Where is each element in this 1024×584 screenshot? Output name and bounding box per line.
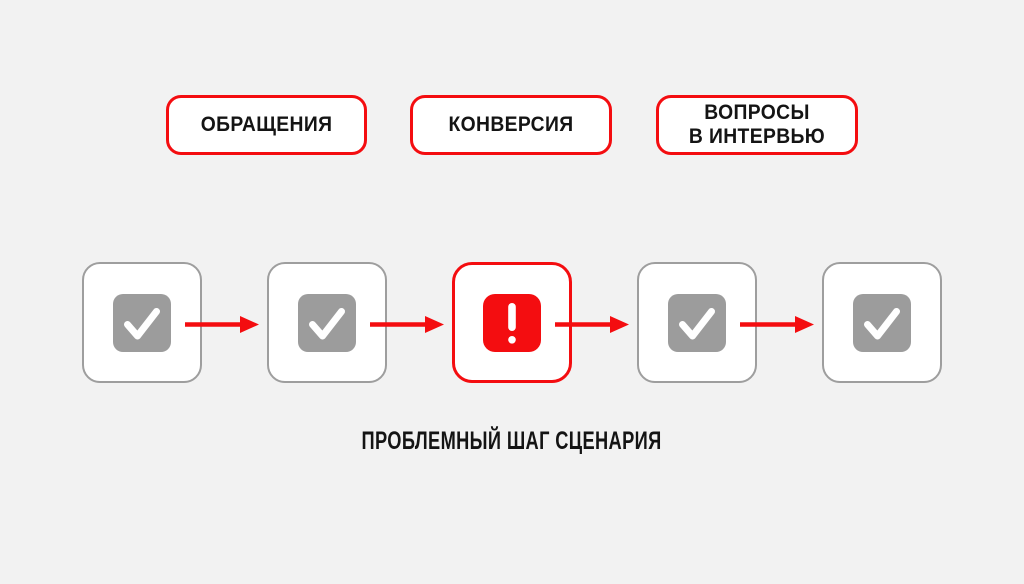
flow-step-3-problem [452,262,572,383]
kpi-pill-interview-questions-label: ВОПРОСЫ В ИНТЕРВЬЮ [688,101,826,148]
check-icon [679,307,715,339]
kpi-pill-appeals: ОБРАЩЕНИЯ [166,95,367,155]
kpi-pill-conversion: КОНВЕРСИЯ [410,95,612,155]
problem-step-caption: ПРОБЛЕМНЫЙ ШАГ СЦЕНАРИЯ [361,427,663,455]
check-icon [864,307,900,339]
flow-arrow-4 [740,316,814,333]
flow-step-4 [637,262,757,383]
flow-arrow-2 [370,316,444,333]
flow-step-4-tile [668,293,726,352]
flow-step-5-tile [853,293,911,352]
caption-row: ПРОБЛЕМНЫЙ ШАГ СЦЕНАРИЯ [0,426,1024,456]
flow-step-2-tile [298,293,356,352]
flow-step-1-tile [113,293,171,352]
check-icon [124,307,160,339]
flow-step-5 [822,262,942,383]
flow-arrow-3 [555,316,629,333]
flow-arrow-1 [185,316,259,333]
kpi-pill-interview-questions: ВОПРОСЫ В ИНТЕРВЬЮ [656,95,858,155]
flow-step-3-tile [483,293,541,352]
exclamation-icon [508,302,516,344]
flow-step-2 [267,262,387,383]
check-icon [309,307,345,339]
flow-step-1 [82,262,202,383]
kpi-pill-appeals-label: ОБРАЩЕНИЯ [200,113,333,136]
kpi-pill-conversion-label: КОНВЕРСИЯ [448,113,574,136]
